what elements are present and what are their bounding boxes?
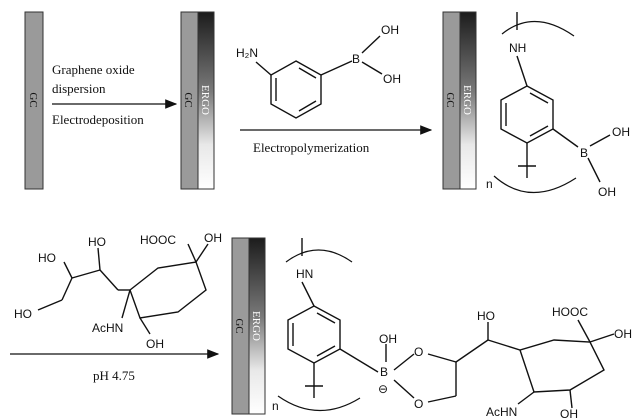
hydroxyl-1: OH	[612, 125, 630, 139]
boron-atom: B	[380, 365, 388, 379]
step1-text-line1: Graphene oxide	[52, 62, 135, 77]
hydroxyl-2: OH	[383, 72, 401, 86]
acetamido-group: AcHN	[92, 321, 123, 335]
sialic-acid: HO HO HO HOOC OH AcHN OH	[14, 231, 222, 351]
repeat-index-n: n	[486, 177, 493, 191]
gc-label: GC	[233, 318, 245, 333]
aminophenylboronic-acid: H₂N B OH OH	[236, 23, 401, 119]
ergo-label: ERGO	[461, 85, 473, 115]
hn-group: HN	[296, 267, 313, 281]
gc-ergo-electrode-3: GC ERGO	[442, 11, 477, 190]
carboxyl-group: HOOC	[140, 233, 176, 247]
hydroxyl-c7: HO	[477, 309, 495, 323]
gc-ergo-electrode-2: GC ERGO	[180, 11, 215, 190]
boronate-ester-complex: HN B OH ⊖ O O HO HOOC OH AcHN OH n	[272, 238, 632, 419]
pabpa-repeat-unit: NH B OH OH n	[486, 12, 630, 199]
boron-atom: B	[352, 52, 360, 66]
hydroxyl-c2: OH	[204, 231, 222, 245]
carboxyl-group: HOOC	[552, 305, 588, 319]
gc-electrode-1: GC	[24, 11, 44, 190]
gc-ergo-electrode-4: GC ERGO	[231, 237, 266, 415]
ergo-label: ERGO	[250, 311, 262, 341]
boronate-charge: ⊖	[378, 382, 388, 396]
hydroxyl-c8: HO	[38, 251, 56, 265]
step3-text: pH 4.75	[93, 368, 135, 383]
hydroxyl-1: OH	[381, 23, 399, 37]
step2-text: Electropolymerization	[253, 140, 370, 155]
step1-text-line3: Electrodeposition	[52, 112, 144, 127]
nh-group: NH	[509, 41, 526, 55]
ergo-label: ERGO	[199, 85, 211, 115]
acetamido-group: AcHN	[486, 405, 517, 419]
gc-label: GC	[182, 92, 194, 107]
repeat-index-n: n	[272, 399, 279, 413]
hydroxyl-c4: OH	[146, 337, 164, 351]
hydroxyl-c9: HO	[14, 307, 32, 321]
hydroxyl-2: OH	[598, 185, 616, 199]
amine-group: H₂N	[236, 46, 258, 60]
gc-label: GC	[27, 92, 39, 107]
ester-oxygen-1: O	[414, 345, 423, 359]
hydroxyl-c2: OH	[614, 327, 632, 341]
hydroxyl-on-boron: OH	[379, 332, 397, 346]
hydroxyl-c7: HO	[88, 235, 106, 249]
hydroxyl-c4: OH	[560, 407, 578, 419]
boron-atom: B	[580, 146, 588, 160]
gc-label: GC	[444, 92, 456, 107]
ester-oxygen-2: O	[414, 397, 423, 411]
step1-text-line2: dispersion	[52, 81, 106, 96]
